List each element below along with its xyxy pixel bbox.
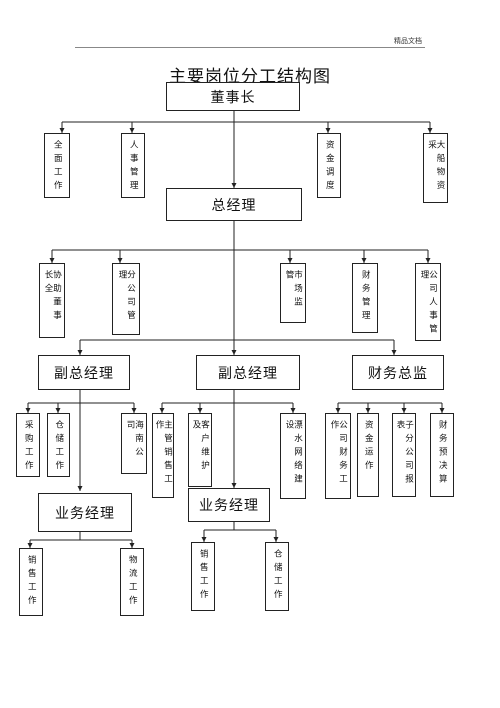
node-board-renshi: 人事管理 [121, 133, 145, 198]
node-bl-xiaoshou: 销售工作 [19, 548, 43, 616]
header-label: 精品文档 [394, 37, 422, 45]
node-gm-caiwu: 财务管理 [352, 263, 378, 333]
node-gongsicaiwu: 公司财务工作 [325, 413, 351, 499]
node-zifengongsi: 子分公司报表 [392, 413, 416, 497]
node-board-dachuan: 大船物资采 [423, 133, 448, 203]
header-divider [75, 47, 425, 48]
node-kehu: 客户维护及 [188, 413, 212, 487]
node-cangchu: 仓储工作 [47, 413, 70, 477]
node-piaoshui: 漂水网络建设 [280, 413, 306, 499]
node-gm-gongsirenshi: 公司人事管理 [415, 263, 441, 341]
node-cfo: 财务总监 [352, 355, 444, 390]
node-gm: 总经理 [166, 188, 302, 221]
node-gm-fengongsi: 分公司管理 [112, 263, 140, 335]
node-business-manager-mid: 业务经理 [188, 488, 270, 522]
node-gm-xiezhu: 协助董事长全 [39, 263, 65, 338]
node-board-quanmian: 全面工作 [44, 133, 70, 198]
node-bm-cangchu: 仓储工作 [265, 542, 289, 611]
node-bl-wuliu: 物流工作 [120, 548, 144, 616]
node-board: 董事长 [166, 82, 300, 111]
node-deputy-gm-left: 副总经理 [38, 355, 130, 390]
node-gm-shichang: 市场监管 [280, 263, 306, 323]
node-hainan: 海南公司 [121, 413, 147, 474]
node-caigou: 采购工作 [16, 413, 40, 477]
node-business-manager-left: 业务经理 [38, 493, 132, 532]
node-deputy-gm-mid: 副总经理 [196, 355, 300, 390]
node-yujuesuan: 财务预决算 [430, 413, 454, 497]
node-zhuguan: 主管销售工作 [152, 413, 174, 498]
node-board-zijin: 资金调度 [317, 133, 341, 198]
node-bm-xiaoshou: 销售工作 [191, 542, 215, 611]
node-zijin-yunzuo: 资金运作 [357, 413, 379, 497]
